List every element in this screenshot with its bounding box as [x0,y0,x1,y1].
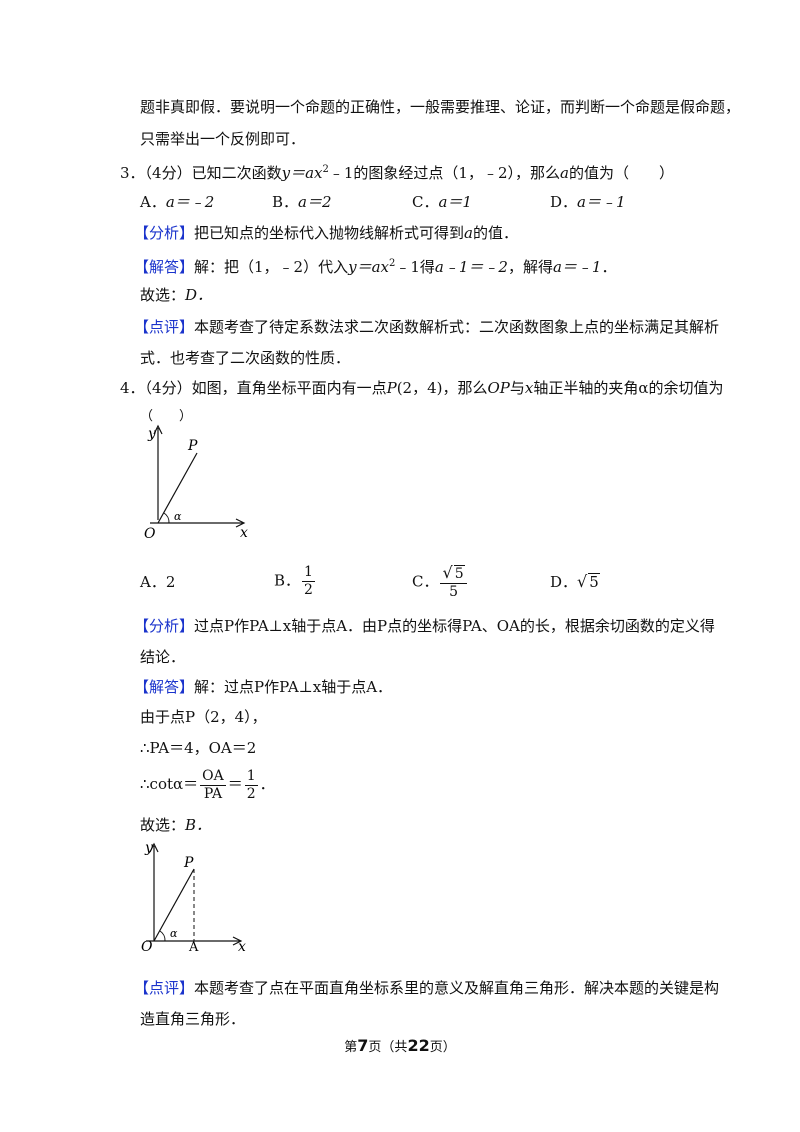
alpha-arc [163,512,170,524]
p-label: P [187,438,198,454]
q4-paren: （ ） [140,409,193,424]
alpha-arc [159,930,166,942]
q4-option-a: A．2 [140,573,176,591]
y-axis-arrow-icon [149,842,159,853]
q3-answer-tag: 【解答】 [134,258,195,276]
x-axis-arrow-icon [235,518,246,528]
q3-points: （4分）已知二次函数 [144,164,282,182]
q3-option-b: B．a＝2 [272,193,332,211]
q4-since: 由于点P（2，4）， [140,708,267,726]
total-page-number: 22 [407,1036,430,1055]
q4-choice: 故选：B． [140,816,212,834]
q3-func-rest: ﹣1的图象经过点（1，﹣2），那么 [328,164,560,182]
q4-analysis-tag: 【分析】 [134,617,195,635]
q3-stem: 3．（4分）已知二次函数y＝ax2﹣1的图象经过点（1，﹣2），那么a的值为（ … [120,160,674,183]
q3-choice: 故选：D． [140,286,213,304]
q4-analysis-2: 结论． [140,648,186,666]
p-label: P [183,855,194,871]
origin-label: O [141,939,153,955]
intro-line-1: 题非真即假．要说明一个命题的正确性，一般需要推理、论证，而判断一个命题是假命题， [140,98,741,116]
op-segment [153,868,195,942]
y-label: y [147,426,157,442]
q4-answer-tag: 【解答】 [134,678,195,696]
q4-comment-1: 【点评】本题考查了点在平面直角坐标系里的意义及解直角三角形．解决本题的关键是构 [134,979,720,997]
q3-analysis-tag: 【分析】 [134,224,195,242]
q3-option-a: A．a＝﹣2 [140,193,215,211]
q3-analysis: 【分析】把已知点的坐标代入抛物线解析式可得到a的值． [134,224,518,242]
q3-var-a: a [560,164,569,182]
q3-comment-tag: 【点评】 [134,318,195,336]
q3-option-d: D．a＝﹣1 [550,193,626,211]
q4-comment-2: 造直角三角形． [140,1010,246,1028]
q4-option-d: D．√5 [550,572,600,591]
q4-stem: 4．（4分）如图，直角坐标平面内有一点P(2，4)，那么OP与x轴正半轴的夹角α… [120,379,724,397]
q4-comment-tag: 【点评】 [134,979,195,997]
current-page-number: 7 [357,1036,369,1055]
q3-comment-1: 【点评】本题考查了待定系数法求二次函数解析式：二次函数图象上点的坐标满足其解析 [134,318,720,336]
page-footer: 第7页（共22页） [344,1036,456,1055]
x-label: x [238,939,246,955]
y-label: y [144,840,154,856]
x-label: x [240,525,248,541]
origin-label: O [144,526,156,542]
alpha-label: α [174,510,182,523]
q4-figure-2: y x O P α A [141,840,246,955]
op-segment [157,452,198,524]
q3-number: 3． [120,164,145,182]
q3-tail: 的值为（ ） [568,164,674,182]
intro-line-2: 只需举出一个反例即可． [140,130,306,148]
a-label: A [188,940,199,955]
q4-figure-1: y x O P α [144,424,248,542]
y-axis-arrow-icon [153,424,163,435]
q4-answer: 【解答】解：过点P作PA⊥x轴于点A． [134,678,393,696]
q3-answer: 【解答】解：把（1，﹣2）代入y＝ax2﹣1得a﹣1＝﹣2，解得a＝﹣1． [134,258,617,276]
q4-therefore: ∴PA＝4，OA＝2 [140,739,257,757]
alpha-label: α [170,927,178,940]
q4-analysis-1: 【分析】过点P作PA⊥x轴于点A．由P点的坐标得PA、OA的长，根据余切函数的定… [134,617,715,635]
q3-comment-2: 式．也考查了二次函数的性质． [140,349,351,367]
q3-option-c: C．a＝1 [412,193,472,211]
x-axis-arrow-icon [232,936,243,946]
q4-number: 4． [120,379,145,397]
q3-func-exp: 2 [322,164,329,175]
q3-func: y＝ax [281,164,323,182]
